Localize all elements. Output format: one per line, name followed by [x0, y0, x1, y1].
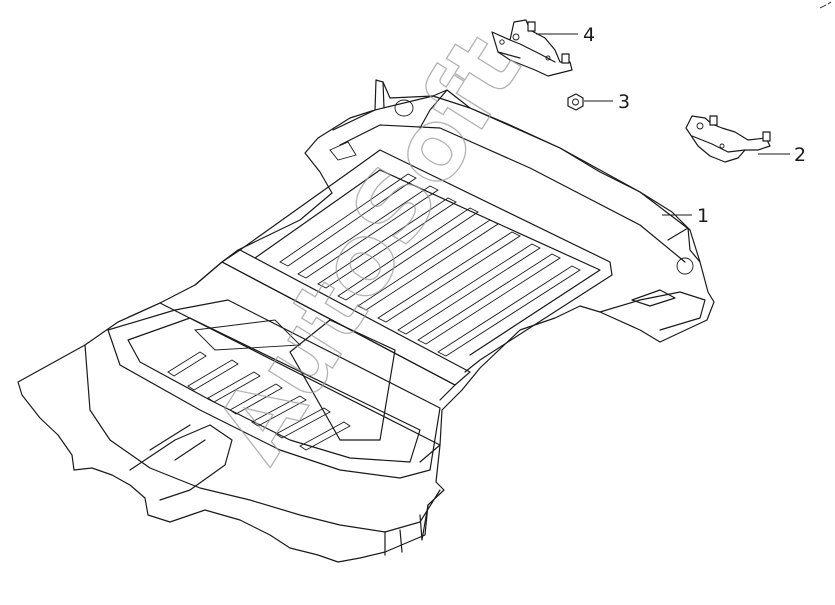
corner-mark	[819, 1, 832, 9]
bracket-part-4	[491, 19, 573, 77]
callouts: 1 2 3 4	[536, 24, 806, 227]
floor-ribs-rear	[279, 173, 581, 357]
floor-ribs-front	[167, 351, 351, 451]
bracket-part-2	[685, 115, 771, 163]
floor-pan-part-1	[17, 79, 715, 563]
callout-label-3: 3	[618, 91, 630, 113]
floor-pan-outline	[17, 79, 715, 563]
callout-label-1: 1	[697, 205, 709, 227]
callout-1: 1	[662, 205, 709, 227]
callout-2: 2	[758, 144, 806, 166]
nut-part-3	[567, 93, 584, 111]
callout-label-4: 4	[583, 24, 595, 46]
callout-4: 4	[536, 24, 595, 46]
callout-3: 3	[584, 91, 630, 113]
callout-label-2: 2	[794, 144, 806, 166]
